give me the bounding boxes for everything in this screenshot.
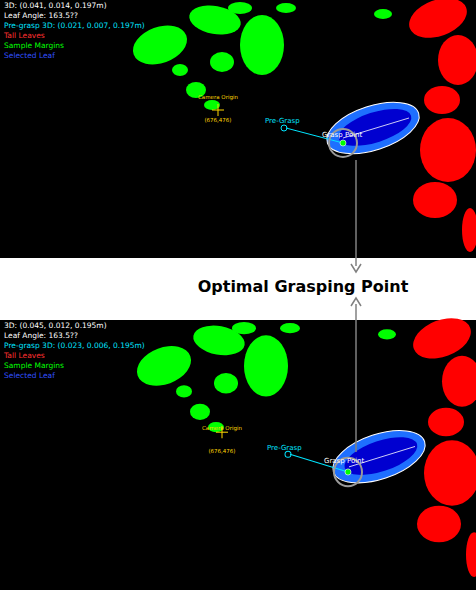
angle-readout: Leaf Angle: 163.5?? bbox=[4, 332, 78, 340]
camera-marker bbox=[212, 110, 224, 111]
camera-marker bbox=[216, 432, 228, 433]
leaf-blob bbox=[240, 15, 284, 75]
legend-text: Selected Leaf bbox=[4, 52, 55, 60]
camera-label: (676,476) bbox=[208, 448, 235, 454]
tall-leaf-blob bbox=[424, 86, 460, 114]
pregrasp-readout: Pre-grasp 3D: (0.021, 0.007, 0.197m) bbox=[4, 22, 145, 30]
leaf-blob bbox=[176, 385, 192, 397]
callout-line bbox=[355, 160, 357, 266]
leaf-margin bbox=[321, 92, 426, 164]
pregrasp-label: Pre-Grasp bbox=[265, 118, 300, 126]
leaf-blob bbox=[378, 329, 396, 339]
tall-leaf-blob bbox=[466, 532, 476, 577]
callout-text: Optimal Grasping Point bbox=[195, 278, 412, 296]
tall-leaf-blob bbox=[438, 35, 476, 85]
tall-leaf-blob bbox=[462, 208, 476, 252]
coordinate-readout: 3D: (0.041, 0.014, 0.197m) bbox=[4, 2, 107, 10]
pregrasp-label: Pre-Grasp bbox=[267, 445, 302, 453]
pregrasp-readout: Pre-grasp 3D: (0.023, 0.006, 0.195m) bbox=[4, 342, 145, 350]
leaf-blob bbox=[228, 2, 252, 14]
pre-grasp-marker bbox=[285, 451, 291, 457]
legend-text: Sample Margins bbox=[4, 362, 64, 370]
legend-text: Tall Leaves bbox=[4, 32, 45, 40]
legend-text: Selected Leaf bbox=[4, 372, 55, 380]
camera-label: Camera Origin bbox=[202, 425, 242, 431]
arrow-head bbox=[351, 264, 361, 272]
tall-leaf-blob bbox=[424, 440, 476, 505]
angle-readout: Leaf Angle: 163.5?? bbox=[4, 12, 78, 20]
pre-grasp-marker bbox=[281, 125, 287, 131]
leaf-blob bbox=[280, 323, 300, 333]
leaf-blob bbox=[210, 52, 234, 72]
legend-text: Tall Leaves bbox=[4, 352, 45, 360]
camera-label: Camera Origin bbox=[198, 94, 238, 100]
callout-line bbox=[355, 304, 357, 452]
tall-leaf-blob bbox=[417, 506, 461, 543]
selected-leaf bbox=[340, 430, 422, 483]
leaf-blob bbox=[244, 335, 288, 396]
tall-leaf-blob bbox=[413, 182, 457, 218]
tall-leaf-blob bbox=[428, 408, 464, 437]
leaf-blob bbox=[172, 64, 188, 76]
leaf-blob bbox=[276, 3, 296, 13]
image-panel bbox=[0, 0, 476, 258]
coordinate-readout: 3D: (0.045, 0.012, 0.195m) bbox=[4, 322, 107, 330]
arrow-head bbox=[351, 298, 361, 306]
leaf-blob bbox=[190, 404, 210, 420]
panel-art bbox=[128, 0, 476, 252]
leaf-blob bbox=[214, 373, 238, 393]
leaf-blob bbox=[374, 9, 392, 19]
leaf-margin bbox=[327, 420, 432, 493]
grasp-label: Grasp Point bbox=[322, 132, 362, 140]
camera-label: (676,476) bbox=[204, 117, 231, 123]
tall-leaf-blob bbox=[442, 356, 476, 407]
panel-art bbox=[132, 311, 476, 577]
grasp-label: Grasp Point bbox=[324, 458, 364, 466]
selected-leaf bbox=[334, 101, 416, 153]
leaf-blob bbox=[232, 322, 256, 334]
tall-leaf-blob bbox=[420, 118, 476, 182]
legend-text: Sample Margins bbox=[4, 42, 64, 50]
image-panel bbox=[0, 320, 476, 590]
grasp-marker bbox=[345, 469, 351, 475]
grasp-marker bbox=[340, 140, 346, 146]
